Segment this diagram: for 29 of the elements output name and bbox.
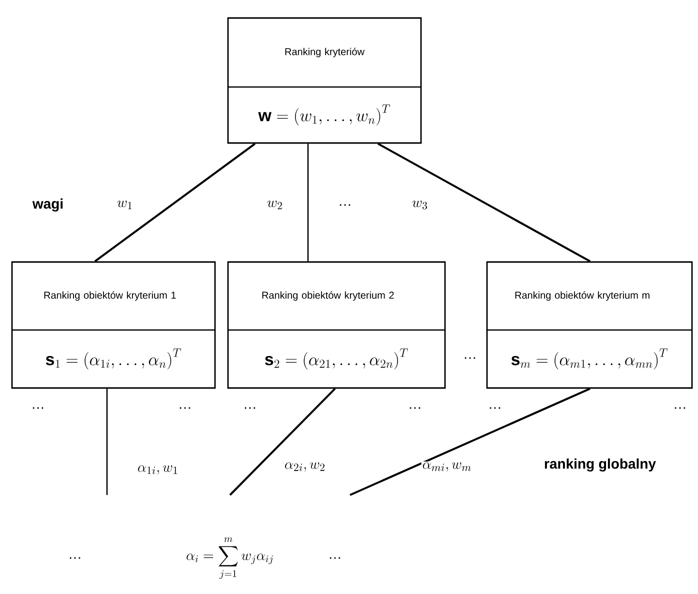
edge-label: $\alpha_{mi},w_{m}$ (421, 462, 473, 472)
connector-line (94, 142, 256, 262)
text-label: … (244, 407, 256, 409)
text-label: … (70, 557, 80, 559)
edge-label: $w_{2}$ (266, 200, 284, 210)
sum-formula: $\alpha_{i}=\sum_{j=1}^{m}w_{j}\alpha_{ij}$ (186, 538, 273, 579)
ranking-box: Ranking obiektów kryterium 1 $\mathbf{s}_{1}=\left(\alpha_{1i},\ldots,\alpha_{n}\right)^{T}$ (11, 261, 216, 389)
connector-line (229, 388, 336, 496)
text-label: … (490, 407, 500, 409)
text-label: … (674, 407, 686, 409)
text-label: wagi (32, 198, 63, 212)
ranking-box: Ranking obiektów kryterium 2 $\mathbf{s}_{2}=\left(\alpha_{21},\ldots,\alpha_{2n}\right)^{T}$ (227, 261, 446, 389)
ranking-box: Ranking obiektów kryterium m $\mathbf{s}_{m}=\left(\alpha_{m1},\ldots,\alpha_{mn}\right)^{T}$ (486, 261, 693, 389)
text-label: … (32, 407, 44, 409)
text-label: ranking globalny (544, 458, 656, 472)
text-label: … (180, 407, 190, 409)
connector-line (378, 142, 590, 262)
connector-line (307, 144, 309, 262)
text-label: … (340, 204, 350, 206)
text-label: … (330, 557, 340, 559)
edge-label: $\alpha_{2i},w_{2}$ (283, 462, 327, 472)
edge-label: $w_{3}$ (410, 200, 430, 210)
edge-label: $w_{1}$ (116, 200, 134, 210)
text-label: … (410, 407, 420, 409)
text-label: … (464, 357, 476, 359)
edge-label: $\alpha_{1i},w_{1}$ (136, 464, 180, 476)
connector-line (106, 388, 108, 495)
connector-line (350, 388, 590, 496)
ranking-box: Ranking kryteriów $\mathbf{w}=\left(w_{1},\ldots,w_{n}\right)^{T}$ (227, 17, 422, 144)
